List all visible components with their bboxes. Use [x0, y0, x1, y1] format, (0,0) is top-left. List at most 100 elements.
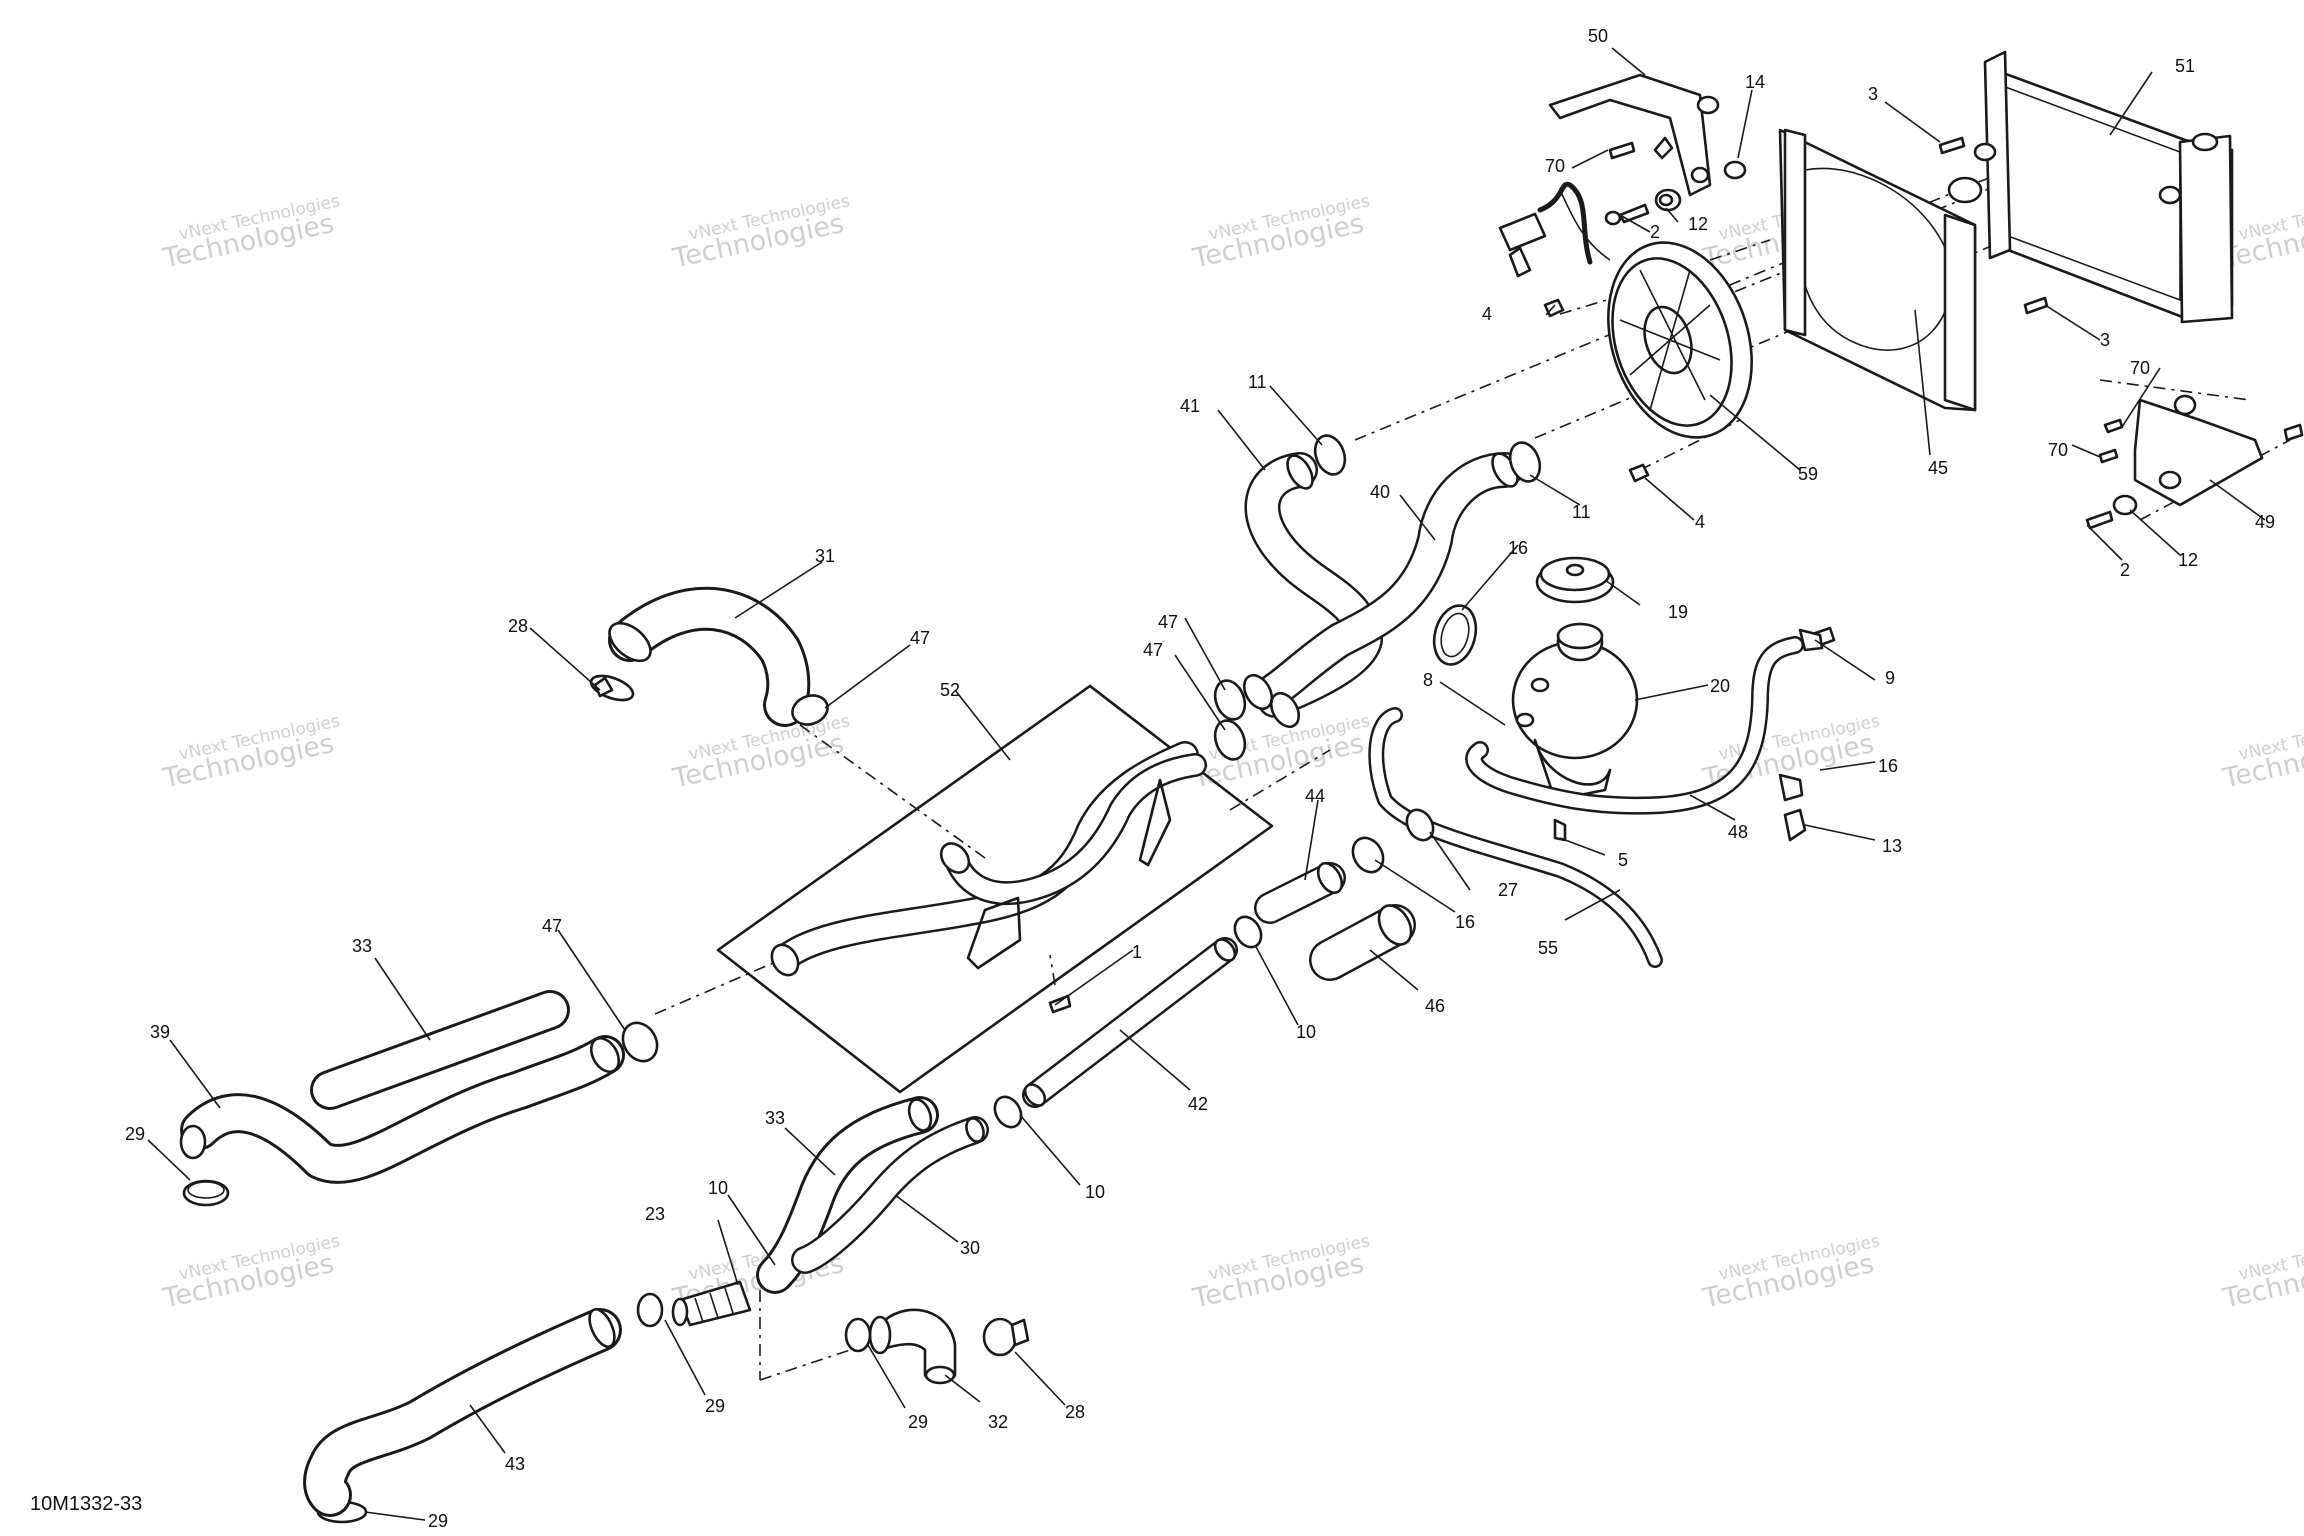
callout-55: 55 [1538, 938, 1558, 958]
hose-fitting-23 [671, 1280, 752, 1327]
callout-numbers: 50 14 3 51 70 2 12 4 3 70 70 11 41 40 11… [125, 26, 2275, 1531]
fan-wire-harness [1498, 181, 1593, 278]
callout-41: 41 [1180, 396, 1200, 416]
callout-16: 16 [1508, 538, 1528, 558]
callout-47: 47 [910, 628, 930, 648]
callout-49: 49 [2255, 512, 2275, 532]
callout-10: 10 [708, 1178, 728, 1198]
callout-52: 52 [940, 680, 960, 700]
callout-28: 28 [1065, 1402, 1085, 1422]
callout-16: 16 [1455, 912, 1475, 932]
callout-14: 14 [1745, 72, 1765, 92]
coolant-reservoir [1511, 622, 1639, 802]
callout-12: 12 [1688, 214, 1708, 234]
callout-29: 29 [908, 1412, 928, 1432]
hose-31 [608, 586, 811, 727]
protective-sleeve [1309, 904, 1416, 981]
callout-10: 10 [1085, 1182, 1105, 1202]
callout-47: 47 [1158, 612, 1178, 632]
callout-59: 59 [1798, 464, 1818, 484]
gasket-ring [1432, 604, 1478, 666]
callout-16: 16 [1878, 756, 1898, 776]
hose-44 [1254, 861, 1346, 924]
hose-clamps-11 [1313, 434, 1542, 483]
callout-12: 12 [2178, 550, 2198, 570]
hose-clamps-47 [621, 679, 1247, 1063]
callout-2: 2 [1650, 222, 1660, 242]
hose-clamps-16-27 [1351, 808, 1435, 874]
callout-44: 44 [1305, 786, 1325, 806]
callout-46: 46 [1425, 996, 1445, 1016]
reservoir-cap [1535, 556, 1615, 604]
overflow-tube [1465, 636, 1804, 815]
callout-70: 70 [2130, 358, 2150, 378]
callout-29: 29 [125, 1124, 145, 1144]
callout-28: 28 [508, 616, 528, 636]
callout-1: 1 [1132, 942, 1142, 962]
callout-8: 8 [1423, 670, 1433, 690]
callout-43: 43 [505, 1454, 525, 1474]
fan-bracket-lower [2133, 394, 2264, 507]
callout-33: 33 [352, 936, 372, 956]
callout-29: 29 [428, 1511, 448, 1531]
callout-33: 33 [765, 1108, 785, 1128]
callout-70: 70 [2048, 440, 2068, 460]
upper-hoses [1242, 452, 1523, 729]
clamp-28-upper [589, 674, 635, 702]
hose-43 [303, 1308, 622, 1517]
metal-coolant-pipe [770, 741, 1207, 977]
radiator [1947, 50, 2234, 324]
clamp-29-left [182, 1179, 230, 1207]
callout-51: 51 [2175, 56, 2195, 76]
callout-3: 3 [1868, 84, 1878, 104]
callout-4: 4 [1695, 512, 1705, 532]
callout-5: 5 [1618, 850, 1628, 870]
fan-bracket-upper [1548, 73, 1720, 197]
callout-42: 42 [1188, 1094, 1208, 1114]
hoses-33-39 [179, 990, 625, 1184]
callout-40: 40 [1370, 482, 1390, 502]
elbow-32 [868, 1308, 957, 1385]
callout-20: 20 [1710, 676, 1730, 696]
clips [1778, 628, 1824, 802]
leader-lines [147, 47, 2266, 1521]
drawing-code: 10M1332-33 [30, 1493, 142, 1515]
callout-45: 45 [1928, 458, 1948, 478]
fan-shroud [1778, 128, 1977, 412]
callout-2: 2 [2120, 560, 2130, 580]
pipe-kit-box [716, 684, 1274, 1094]
callout-10: 10 [1296, 1022, 1316, 1042]
callout-23: 23 [645, 1204, 665, 1224]
callout-32: 32 [988, 1412, 1008, 1432]
cooling-fan [1559, 189, 1753, 439]
callout-70: 70 [1545, 156, 1565, 176]
callout-27: 27 [1498, 880, 1518, 900]
callout-19: 19 [1668, 602, 1688, 622]
pipe-42 [1022, 937, 1238, 1108]
callout-47: 47 [1143, 640, 1163, 660]
callout-3: 3 [2100, 330, 2110, 350]
callout-50: 50 [1588, 26, 1608, 46]
vent-tube [1368, 707, 1663, 968]
callout-29: 29 [705, 1396, 725, 1416]
callout-11: 11 [1248, 372, 1267, 392]
callout-9: 9 [1885, 668, 1895, 688]
callout-4: 4 [1482, 304, 1492, 324]
callout-47: 47 [542, 916, 562, 936]
hoses-33-30 [756, 1096, 989, 1294]
callout-11: 11 [1572, 502, 1591, 522]
callout-30: 30 [960, 1238, 980, 1258]
callout-39: 39 [150, 1022, 170, 1042]
callout-31: 31 [815, 546, 835, 566]
